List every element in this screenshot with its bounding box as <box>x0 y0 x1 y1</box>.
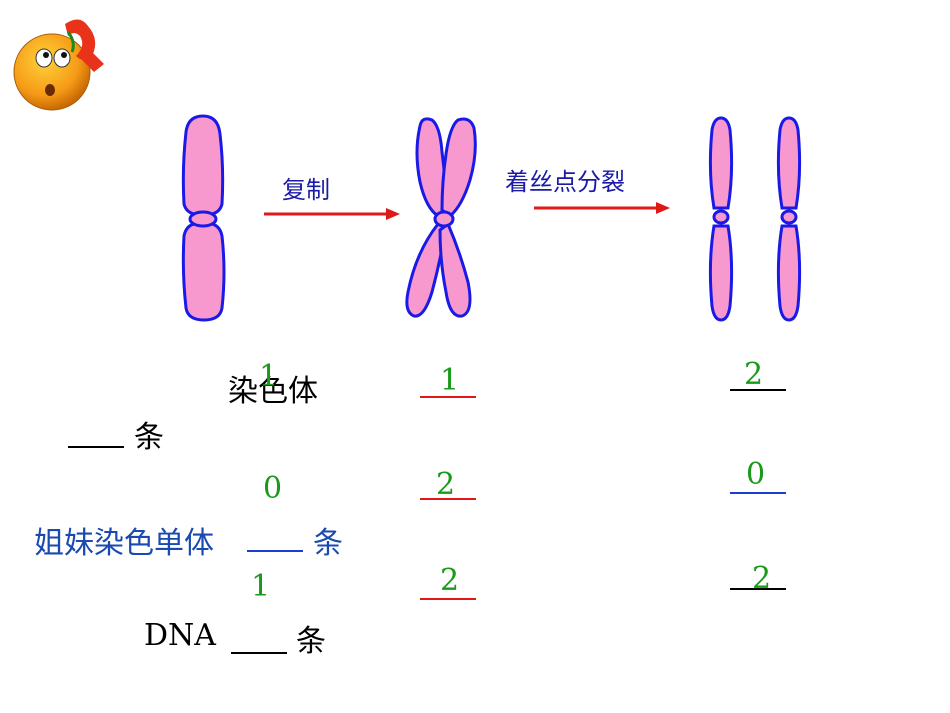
stage3-sister-blank <box>730 492 786 494</box>
sister-chromatid-blank <box>247 550 303 552</box>
dna-unit: 条 <box>296 624 326 659</box>
replicate-arrow <box>264 208 400 220</box>
thinking-face-icon <box>13 19 104 111</box>
chromosome-label: 染色体 <box>228 374 318 409</box>
stage3-chromosome-blank <box>730 389 786 391</box>
sister-chromatid-label: 姐妹染色单体 <box>34 526 214 561</box>
stage2-dna-blank <box>420 598 476 600</box>
stage3-dna-blank <box>730 588 786 590</box>
replicate-label: 复制 <box>282 176 330 204</box>
stage2-sister-answer: 2 <box>436 467 456 502</box>
single-chromosome <box>181 114 226 322</box>
stage1-dna-answer: 1 <box>251 569 271 604</box>
replicated-chromosome <box>405 117 477 318</box>
centromere-split-label: 着丝点分裂 <box>505 168 625 196</box>
separated-chromosomes <box>708 116 802 322</box>
stage2-chromosome-answer: 1 <box>440 363 460 398</box>
chromosome-unit: 条 <box>134 420 164 455</box>
stage3-dna-answer: 2 <box>752 561 772 596</box>
centromere-split-arrow <box>534 202 670 214</box>
dna-label: DNA <box>144 618 216 653</box>
stage3-chromosome-answer: 2 <box>744 357 764 392</box>
chromosome-blank <box>68 446 124 448</box>
sister-chromatid-unit: 条 <box>313 526 343 561</box>
stage2-sister-blank <box>420 498 476 500</box>
stage2-chromosome-blank <box>420 396 476 398</box>
stage3-sister-answer: 0 <box>746 457 766 492</box>
dna-blank <box>231 652 287 654</box>
stage2-dna-answer: 2 <box>440 563 460 598</box>
stage1-sister-answer: 0 <box>263 471 283 506</box>
stage1-chromosome-answer: 1 <box>259 359 279 394</box>
